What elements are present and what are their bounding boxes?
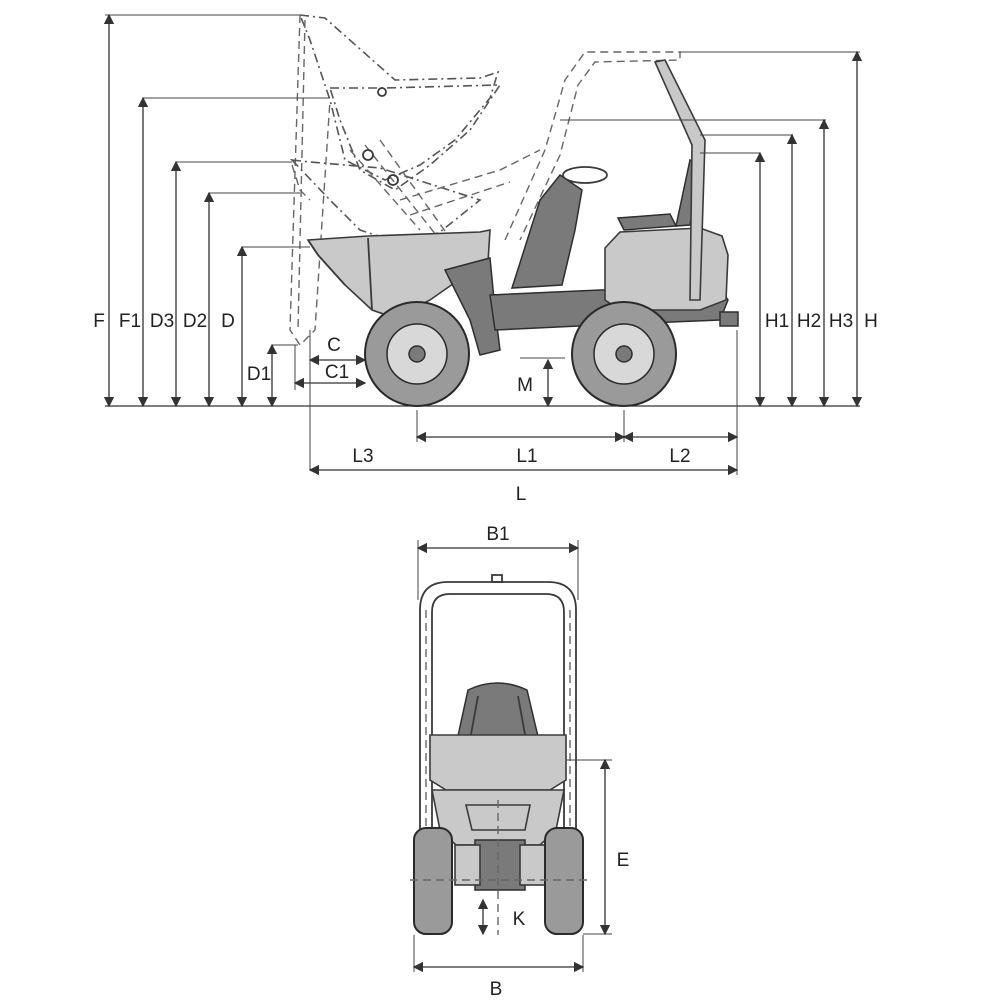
label-D2: D2 [183, 311, 207, 332]
label-B1: B1 [486, 524, 509, 545]
front-wheel [364, 301, 470, 407]
front-view-machine [410, 574, 588, 935]
seat-cushion [616, 213, 678, 231]
label-C: C [327, 335, 341, 356]
label-L2: L2 [669, 446, 690, 467]
label-F1: F1 [119, 311, 141, 332]
hood-front [429, 734, 567, 791]
label-F: F [93, 311, 105, 332]
label-K: K [513, 909, 526, 930]
engine-hood [604, 227, 729, 311]
label-D1: D1 [247, 364, 271, 385]
label-D3: D3 [150, 311, 174, 332]
label-H1: H1 [765, 311, 789, 332]
label-L3: L3 [352, 446, 373, 467]
side-right-dimensions [560, 50, 863, 408]
rear-wheel [571, 301, 677, 407]
label-C1: C1 [325, 362, 349, 383]
label-M: M [517, 375, 533, 396]
axle-housing [474, 839, 526, 891]
front-view-dimensions [412, 540, 612, 973]
steering-wheel [562, 166, 608, 184]
label-H: H [864, 311, 878, 332]
tow-hitch [719, 311, 739, 327]
length-dimensions [308, 330, 739, 476]
rops-raised-brace [399, 149, 541, 216]
side-left-dimensions [103, 13, 330, 408]
label-L1: L1 [516, 446, 537, 467]
label-B: B [490, 979, 503, 1000]
label-H2: H2 [797, 311, 821, 332]
label-D: D [221, 311, 235, 332]
right-wheel-front [544, 827, 584, 935]
left-wheel-front [413, 827, 453, 935]
rops-raised-outline [504, 51, 681, 241]
label-H3: H3 [829, 311, 853, 332]
steering-column [510, 173, 583, 289]
lift-arm [443, 257, 501, 356]
rops-inner [431, 593, 565, 930]
side-view-machine [105, 14, 860, 407]
overhang-dimensions [293, 330, 565, 470]
label-L: L [516, 484, 527, 505]
label-E: E [617, 850, 630, 871]
